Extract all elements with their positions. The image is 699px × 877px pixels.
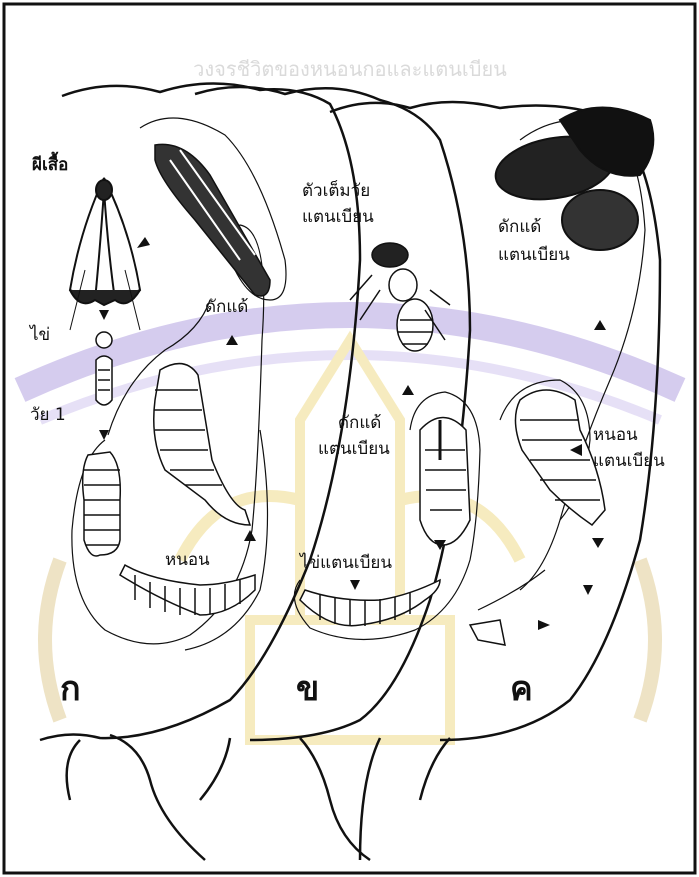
wasp-pupa-panel-b xyxy=(420,418,470,546)
figure-heading: วงจรชีวิตของหนอนกอและแตนเบียน xyxy=(193,57,507,81)
label-adult-wasp-1: ตัวเต็มวัย xyxy=(302,179,370,201)
label-instar1: วัย 1 xyxy=(30,405,66,425)
label-wasp-egg: ไข่แตนเบียน xyxy=(298,552,392,573)
moth-larva-small xyxy=(83,452,121,556)
label-wasp-larva-c-1: หนอน xyxy=(593,425,638,445)
adult-wasp-drawing xyxy=(350,243,450,351)
panel-letters: ก ข ค xyxy=(60,669,533,709)
large-larva-panel-a xyxy=(120,364,255,615)
egg-and-instar1 xyxy=(96,332,112,405)
panel-label-b: ข xyxy=(296,669,319,709)
moth-pupa-drawing xyxy=(155,144,270,296)
panel-label-c: ค xyxy=(510,669,533,709)
label-moth: ผีเสื้อ xyxy=(32,151,68,175)
label-wasp-larva-c-2: แตนเบียน xyxy=(593,451,665,471)
label-larva: หนอน xyxy=(165,550,210,570)
label-pupa: ดักแด้ xyxy=(205,297,248,317)
label-adult-wasp-2: แตนเบียน xyxy=(302,207,374,227)
label-wasp-pupa-b-2: แตนเบียน xyxy=(318,439,390,459)
label-wasp-pupa-c-1: ดักแด้ xyxy=(498,217,541,237)
label-egg: ไข่ xyxy=(28,324,50,345)
moth-drawing xyxy=(70,178,140,330)
label-wasp-pupa-b-1: ดักแด้ xyxy=(338,413,381,433)
label-wasp-pupa-c-2: แตนเบียน xyxy=(498,245,570,265)
panel-label-a: ก xyxy=(60,669,81,709)
